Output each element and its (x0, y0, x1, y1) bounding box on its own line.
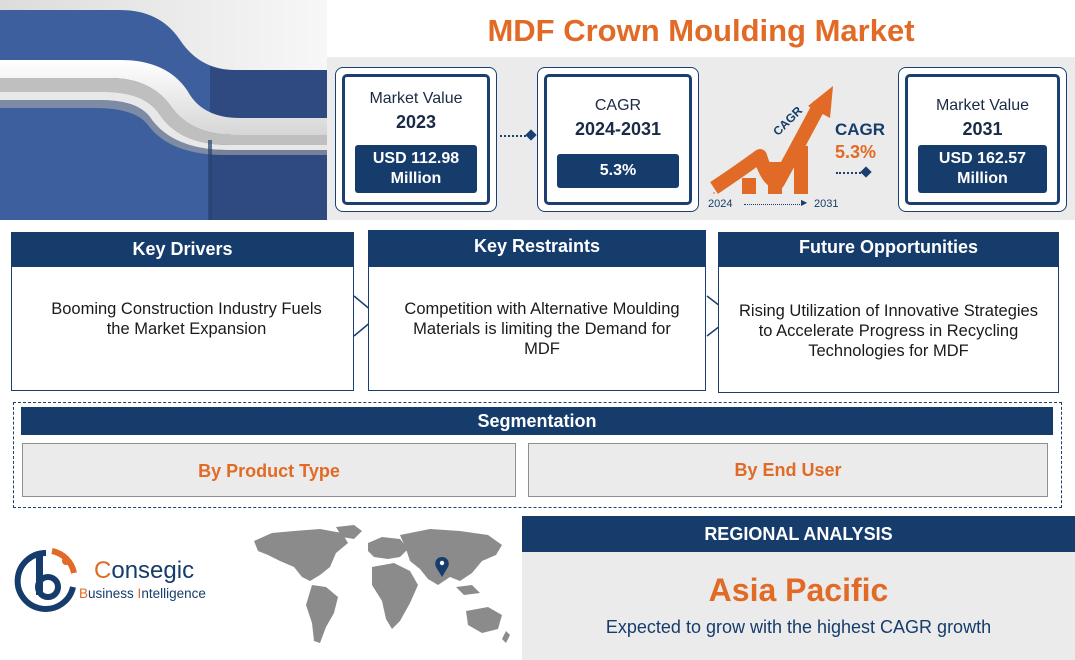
card-year: 2031 (962, 119, 1003, 139)
year-axis-line (744, 204, 802, 205)
logo-tagline: Business Intelligence (79, 586, 206, 601)
cagr-card: CAGR 2024-2031 5.3% (537, 67, 699, 212)
market-value-2023-pill: USD 112.98 Million (355, 145, 477, 193)
key-drivers-box: Key Drivers Booming Construction Industr… (11, 232, 354, 391)
regional-analysis-heading: REGIONAL ANALYSIS (522, 516, 1075, 552)
card-frame: Market Value 2031 USD 162.57 Million (905, 74, 1060, 205)
key-restraints-box: Key Restraints Competition with Alternat… (368, 230, 706, 391)
growth-arrow-icon (710, 86, 833, 194)
logo-name-initial: C (94, 557, 112, 584)
cagr-value-pill: 5.3% (557, 154, 679, 188)
market-value-2031-card: Market Value 2031 USD 162.57 Million (898, 67, 1067, 212)
logo-tagline-i: I (137, 586, 142, 601)
page-title: MDF Crown Moulding Market (487, 13, 915, 48)
card-label: CAGR (594, 97, 642, 114)
crown-moulding-illustration (0, 0, 327, 220)
segment-by-product-type[interactable]: By Product Type (22, 443, 516, 497)
axis-arrow-icon: ▶ (801, 198, 808, 207)
end-year: 2031 (814, 198, 839, 210)
logo-tagline-b: B (79, 586, 89, 601)
key-drivers-text: Booming Construction Industry Fuels the … (51, 300, 322, 338)
growth-arrow-graphic: CAGR 2024 ▶ 2031 (708, 84, 838, 214)
world-map (250, 523, 512, 653)
location-pin-icon (435, 557, 449, 577)
world-map-graphic (254, 525, 510, 643)
regional-analysis-panel (522, 552, 1075, 660)
region-description: Expected to grow with the highest CAGR g… (605, 617, 992, 637)
future-opportunities-box: Future Opportunities Rising Utilization … (718, 232, 1059, 393)
card-label: Market Value (935, 97, 1030, 114)
header-photo-crown-moulding (0, 0, 327, 220)
region-name: Asia Pacific (708, 572, 889, 608)
card-frame: CAGR 2024-2031 5.3% (544, 74, 692, 205)
connector-line (836, 172, 864, 174)
start-year: 2024 (708, 198, 733, 210)
card-year: 2023 (395, 112, 437, 132)
segment-by-end-user[interactable]: By End User (528, 443, 1048, 497)
logo-name-rest: onsegic (111, 557, 195, 584)
market-value-2023-card: Market Value 2023 USD 112.98 Million (335, 67, 497, 212)
card-label: Market Value (369, 90, 463, 107)
logo-tagline-1: usiness (88, 586, 138, 601)
key-restraints-text: Competition with Alternative Moulding Ma… (404, 300, 680, 358)
segmentation-heading: Segmentation (21, 407, 1053, 435)
consegic-logo-icon (10, 543, 80, 617)
logo-name: Consegic (94, 557, 194, 585)
connector-line (500, 135, 530, 137)
logo-tagline-2: ntelligence (141, 586, 206, 601)
cagr-period: 2024-2031 (574, 119, 662, 139)
key-drivers-heading: Key Drivers (11, 232, 354, 267)
graphic-cagr-value: 5.3% (835, 142, 877, 162)
graphic-cagr-label: CAGR (835, 120, 886, 139)
future-opportunities-text: Rising Utilization of Innovative Strateg… (739, 302, 1038, 360)
future-opportunities-heading: Future Opportunities (718, 232, 1059, 267)
card-frame: Market Value 2023 USD 112.98 Million (342, 74, 490, 205)
key-restraints-heading: Key Restraints (368, 230, 706, 267)
market-value-2031-pill: USD 162.57 Million (918, 145, 1047, 193)
segmentation-section (13, 402, 1062, 508)
